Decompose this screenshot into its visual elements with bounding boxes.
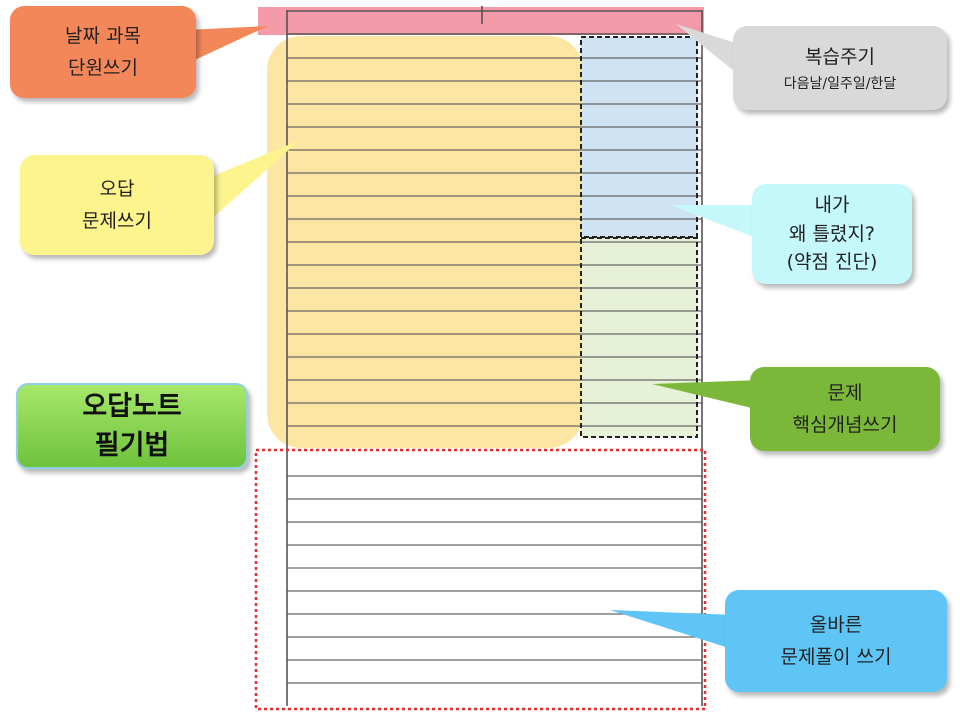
callout-line: 오답 [99, 177, 135, 200]
ruled-lines [287, 57, 702, 684]
title-line: 오답노트 [82, 390, 182, 422]
diagnosis-zone [581, 37, 697, 237]
callout-title: 복습주기 [805, 46, 875, 69]
callout-line: 단원쓰기 [68, 57, 138, 79]
callout-line: 문제풀이 쓰기 [780, 646, 892, 668]
concept-callout-pointer [652, 380, 760, 410]
callout-line: 날짜 과목 [65, 24, 141, 47]
review-cycle-callout: 복습주기 다음날/일주일/한달 [733, 26, 947, 110]
why-wrong-callout: 내가 왜 틀렸지? (약점 진단) [752, 184, 912, 284]
review-callout-pointer [676, 24, 745, 80]
diagram-title-badge: 오답노트 필기법 [16, 383, 248, 469]
callout-line: 올바른 [809, 613, 863, 636]
why-callout-pointer [670, 205, 762, 240]
callout-subtitle: 다음날/일주일/한달 [783, 75, 897, 92]
solution-dotted-box [254, 448, 707, 711]
page-outline [286, 6, 703, 706]
date-subject-callout: 날짜 과목 단원쓰기 [10, 6, 196, 98]
concept-zone [581, 238, 697, 437]
callout-line: 문제쓰기 [82, 210, 152, 232]
key-concept-callout: 문제 핵심개념쓰기 [750, 367, 940, 451]
diagnosis-dashed-box [580, 36, 698, 238]
callout-line: 왜 틀렸지? [788, 222, 876, 245]
correct-solution-callout: 올바른 문제풀이 쓰기 [725, 590, 947, 692]
callout-line: 내가 [814, 194, 850, 217]
wrong-problem-callout: 오답 문제쓰기 [20, 155, 214, 255]
solution-callout-pointer [610, 610, 735, 650]
callout-line: 핵심개념쓰기 [792, 414, 898, 436]
wrong-callout-pointer [208, 140, 300, 222]
callout-line: 문제 [827, 381, 863, 404]
date-callout-pointer [186, 26, 268, 64]
callout-line: (약점 진단) [786, 251, 878, 274]
concept-dashed-box [580, 237, 698, 438]
title-line: 필기법 [94, 430, 170, 461]
